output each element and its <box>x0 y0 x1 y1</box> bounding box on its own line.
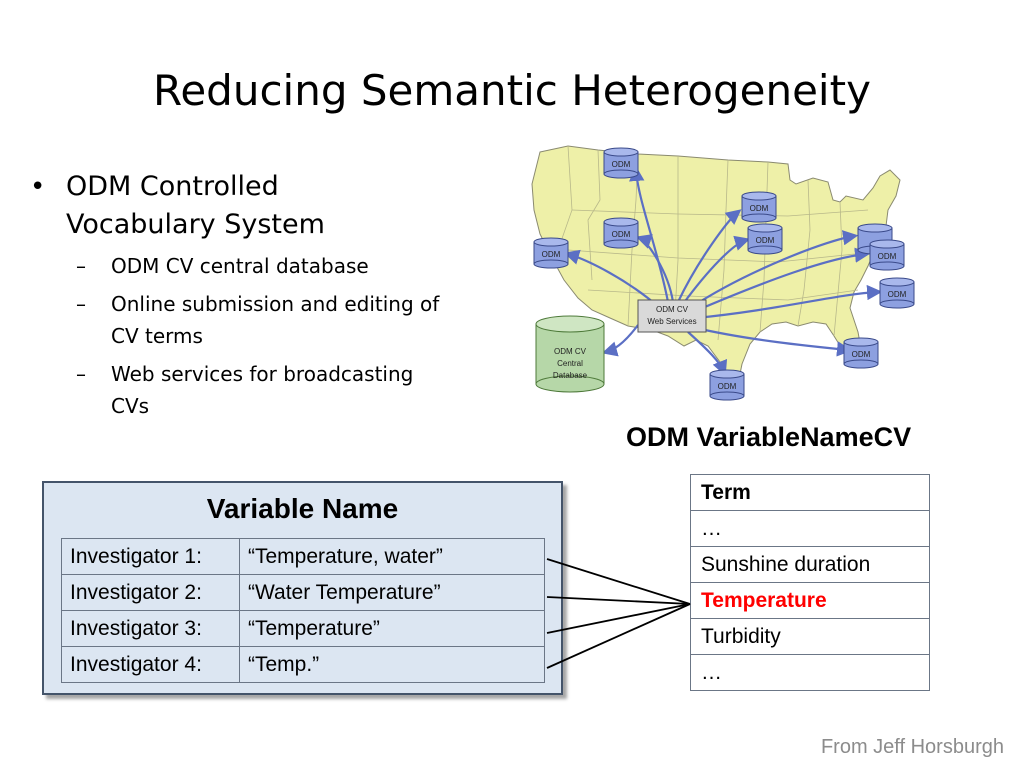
odm-cv-web-services-hub: ODM CV Web Services <box>637 299 707 333</box>
odm-node-label: ODM <box>542 250 561 259</box>
cv-table-title: ODM VariableNameCV <box>626 422 912 452</box>
term-cell: Turbidity <box>690 618 930 655</box>
table-row: Sunshine duration <box>690 546 930 583</box>
odm-node-label: ODM <box>612 160 631 169</box>
mapping-line <box>546 558 691 605</box>
odm-node-label: ODM <box>852 350 871 359</box>
investigator-cell: Investigator 2: <box>61 574 240 611</box>
odm-node-label: ODM <box>718 382 737 391</box>
sub-bullet-2-line2: CV terms <box>111 324 203 348</box>
odm-node-label: ODM <box>878 252 897 261</box>
bullet-main-line1: ODM Controlled <box>66 171 279 202</box>
odm-node-label: ODM <box>888 290 907 299</box>
table-row: … <box>690 654 930 691</box>
bullet-glyph: • <box>30 172 46 202</box>
odm-node-label: ODM <box>612 230 631 239</box>
dash-glyph: – <box>76 254 86 278</box>
db-label-line2: Central <box>557 359 583 368</box>
sub-bullet-3-line2: CVs <box>111 394 150 418</box>
odm-node-label: ODM <box>756 236 775 245</box>
sub-bullet-2-line1: Online submission and editing of <box>111 292 440 316</box>
mapping-line <box>546 603 691 634</box>
broadcast-arrows <box>563 165 883 377</box>
variable-name-box: Variable Name Investigator 1: “Temperatu… <box>42 481 563 695</box>
odm-node: ODM <box>741 191 777 223</box>
sub-bullet-1-line1: ODM CV central database <box>111 254 369 278</box>
bullet-main-line2: Vocabulary System <box>66 209 325 240</box>
odm-node: ODM <box>869 239 905 271</box>
table-row: Temperature <box>690 582 930 619</box>
investigator-cell: Investigator 1: <box>61 538 240 575</box>
db-label-line1: ODM CV <box>554 347 587 356</box>
bullet-list: • ODM Controlled Vocabulary System – ODM… <box>30 168 500 422</box>
mapping-line <box>546 596 691 605</box>
sub-bullet-3-line1: Web services for broadcasting <box>111 362 414 386</box>
investigator-table: Investigator 1: “Temperature, water” Inv… <box>61 538 545 683</box>
us-map-diagram: ODM ODM ODM ODM ODM ODM ODM <box>531 145 915 401</box>
investigator-cell: Investigator 3: <box>61 610 240 647</box>
bullet-main: • ODM Controlled Vocabulary System <box>30 168 500 244</box>
sub-bullet-2: – Online submission and editing of CV te… <box>30 288 500 352</box>
variable-value-cell: “Temperature, water” <box>239 538 545 575</box>
table-row: Turbidity <box>690 618 930 655</box>
hub-label-line2: Web Services <box>647 317 696 326</box>
variable-value-cell: “Temperature” <box>239 610 545 647</box>
variable-name-header: Variable Name <box>206 493 399 524</box>
term-cell: … <box>690 510 930 547</box>
dash-glyph: – <box>76 292 86 316</box>
term-cell-highlighted: Temperature <box>690 582 930 619</box>
odm-node: ODM <box>879 277 915 309</box>
mapping-line <box>546 603 691 669</box>
sub-bullet-1: – ODM CV central database <box>30 250 500 282</box>
slide-title: Reducing Semantic Heterogeneity <box>153 66 871 115</box>
table-row: … <box>690 510 930 547</box>
credit-text: From Jeff Horsburgh <box>820 736 1004 758</box>
table-row: Investigator 3: “Temperature” <box>61 610 545 647</box>
table-row: Investigator 2: “Water Temperature” <box>61 574 545 611</box>
sub-bullet-3: – Web services for broadcasting CVs <box>30 358 500 422</box>
odm-node: ODM <box>843 337 879 369</box>
odm-node: ODM <box>603 147 639 179</box>
odm-node: ODM <box>603 217 639 249</box>
odm-node: ODM <box>709 369 745 401</box>
table-row: Investigator 4: “Temp.” <box>61 646 545 683</box>
db-label-line3: Database <box>553 371 588 380</box>
term-table: Term … Sunshine duration Temperature Tur… <box>690 474 930 691</box>
investigator-cell: Investigator 4: <box>61 646 240 683</box>
term-header: Term <box>690 474 930 511</box>
odm-node: ODM <box>533 237 569 269</box>
odm-node: ODM <box>747 223 783 255</box>
hub-label-line1: ODM CV <box>656 305 689 314</box>
variable-value-cell: “Temp.” <box>239 646 545 683</box>
term-cell: … <box>690 654 930 691</box>
term-cell: Sunshine duration <box>690 546 930 583</box>
dash-glyph: – <box>76 362 86 386</box>
table-row: Term <box>690 474 930 511</box>
odm-cv-central-database: ODM CV Central Database <box>535 315 605 393</box>
variable-value-cell: “Water Temperature” <box>239 574 545 611</box>
table-row: Investigator 1: “Temperature, water” <box>61 538 545 575</box>
odm-node-label: ODM <box>750 204 769 213</box>
